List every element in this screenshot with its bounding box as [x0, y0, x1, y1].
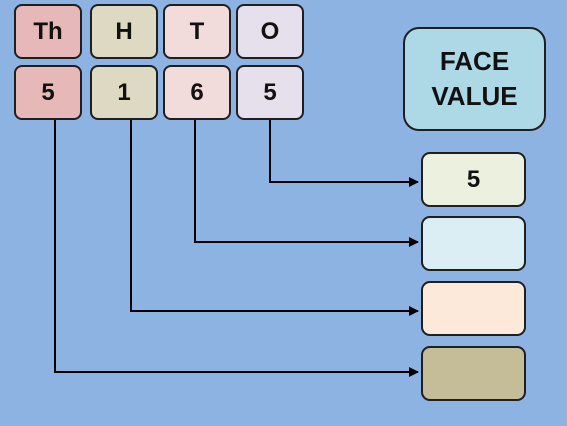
place-header-hundreds: H: [90, 4, 158, 59]
connector-hundreds: [130, 120, 419, 316]
answer-box-ones[interactable]: 5: [421, 152, 526, 207]
answer-box-hundreds[interactable]: [421, 281, 526, 336]
digit-hundreds: 1: [90, 65, 158, 120]
answer-box-thousands[interactable]: [421, 346, 526, 401]
connector-thousands: [54, 120, 419, 377]
digit-tens: 6: [163, 65, 231, 120]
place-header-thousands: Th: [14, 4, 82, 59]
face-value-title: FACE VALUE: [403, 27, 546, 131]
place-header-tens: T: [163, 4, 231, 59]
face-value-title-line1: FACE: [439, 45, 510, 76]
place-header-ones: O: [236, 4, 304, 59]
answer-box-tens[interactable]: [421, 216, 526, 271]
digit-thousands: 5: [14, 65, 82, 120]
digit-ones: 5: [236, 65, 304, 120]
connector-tens: [194, 120, 419, 247]
connector-ones: [269, 120, 419, 187]
face-value-title-line2: VALUE: [431, 81, 518, 111]
